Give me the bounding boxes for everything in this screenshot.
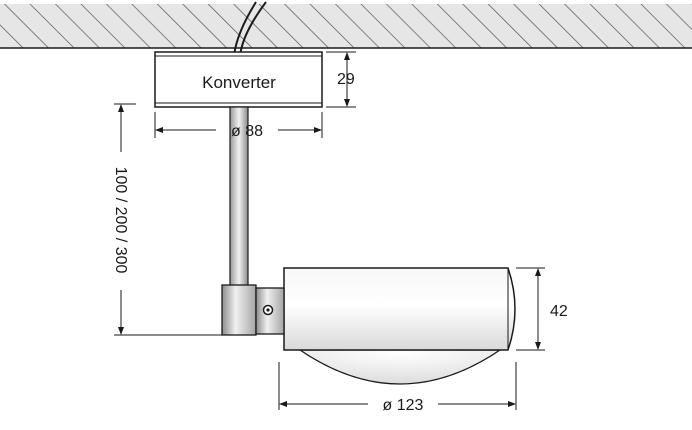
converter-label: Konverter <box>202 73 276 92</box>
dimension-stem-length <box>114 103 222 336</box>
ceiling <box>0 4 692 49</box>
dimension-head-diameter <box>278 362 517 410</box>
stem-length-label: 100 / 200 / 300 <box>112 167 129 274</box>
lamp-head <box>283 267 516 351</box>
dimension-converter-height <box>326 51 356 108</box>
converter-diameter-label: ø 88 <box>231 123 263 140</box>
head-height-label: 42 <box>550 303 568 320</box>
lamp-lens <box>297 349 503 385</box>
dimension-head-height <box>516 267 545 351</box>
dimension-converter-diameter <box>154 112 323 138</box>
converter-height-label: 29 <box>337 71 355 88</box>
swivel-joint <box>221 284 285 336</box>
head-diameter-label: ø 123 <box>383 397 424 414</box>
